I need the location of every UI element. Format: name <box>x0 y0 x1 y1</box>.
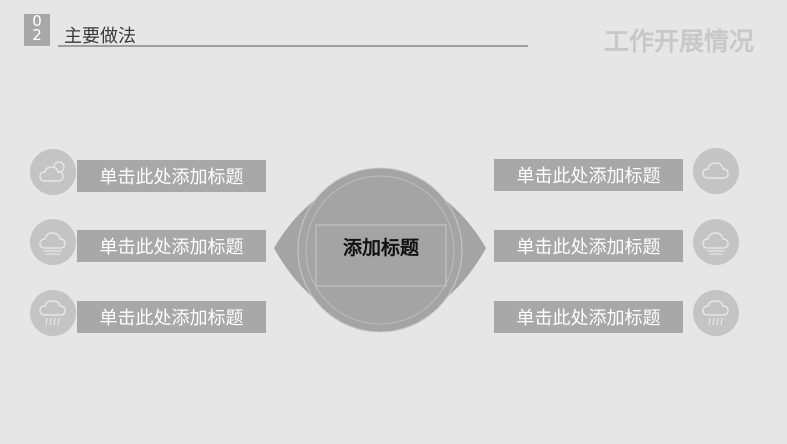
right-item-label-1[interactable]: 单击此处添加标题 <box>494 159 683 191</box>
left-item-label-1[interactable]: 单击此处添加标题 <box>77 160 266 192</box>
rain-cloud-icon <box>693 290 739 336</box>
left-item-label-2[interactable]: 单击此处添加标题 <box>77 230 266 262</box>
header-underline <box>58 45 528 47</box>
center-title[interactable]: 添加标题 <box>342 236 419 259</box>
section-title: 主要做法 <box>64 26 136 47</box>
page-title: 工作开展情况 <box>604 27 755 56</box>
left-item-label-3[interactable]: 单击此处添加标题 <box>77 301 266 333</box>
cloud-icon <box>693 219 739 265</box>
rain-cloud-icon <box>30 290 76 336</box>
center-rect-frame <box>315 224 447 287</box>
right-item-label-2[interactable]: 单击此处添加标题 <box>494 230 683 262</box>
cloud-icon <box>693 148 739 194</box>
center-shape <box>274 167 486 333</box>
cloud-icon <box>30 219 76 265</box>
center-circle <box>297 167 463 333</box>
center-inner-circle <box>305 175 455 325</box>
section-number-badge: 0 2 <box>24 14 50 46</box>
right-item-label-3[interactable]: 单击此处添加标题 <box>494 301 683 333</box>
section-number-digit-1: 0 <box>32 12 42 30</box>
sun-cloud-icon <box>30 149 76 195</box>
section-number-digit-2: 2 <box>32 26 42 44</box>
